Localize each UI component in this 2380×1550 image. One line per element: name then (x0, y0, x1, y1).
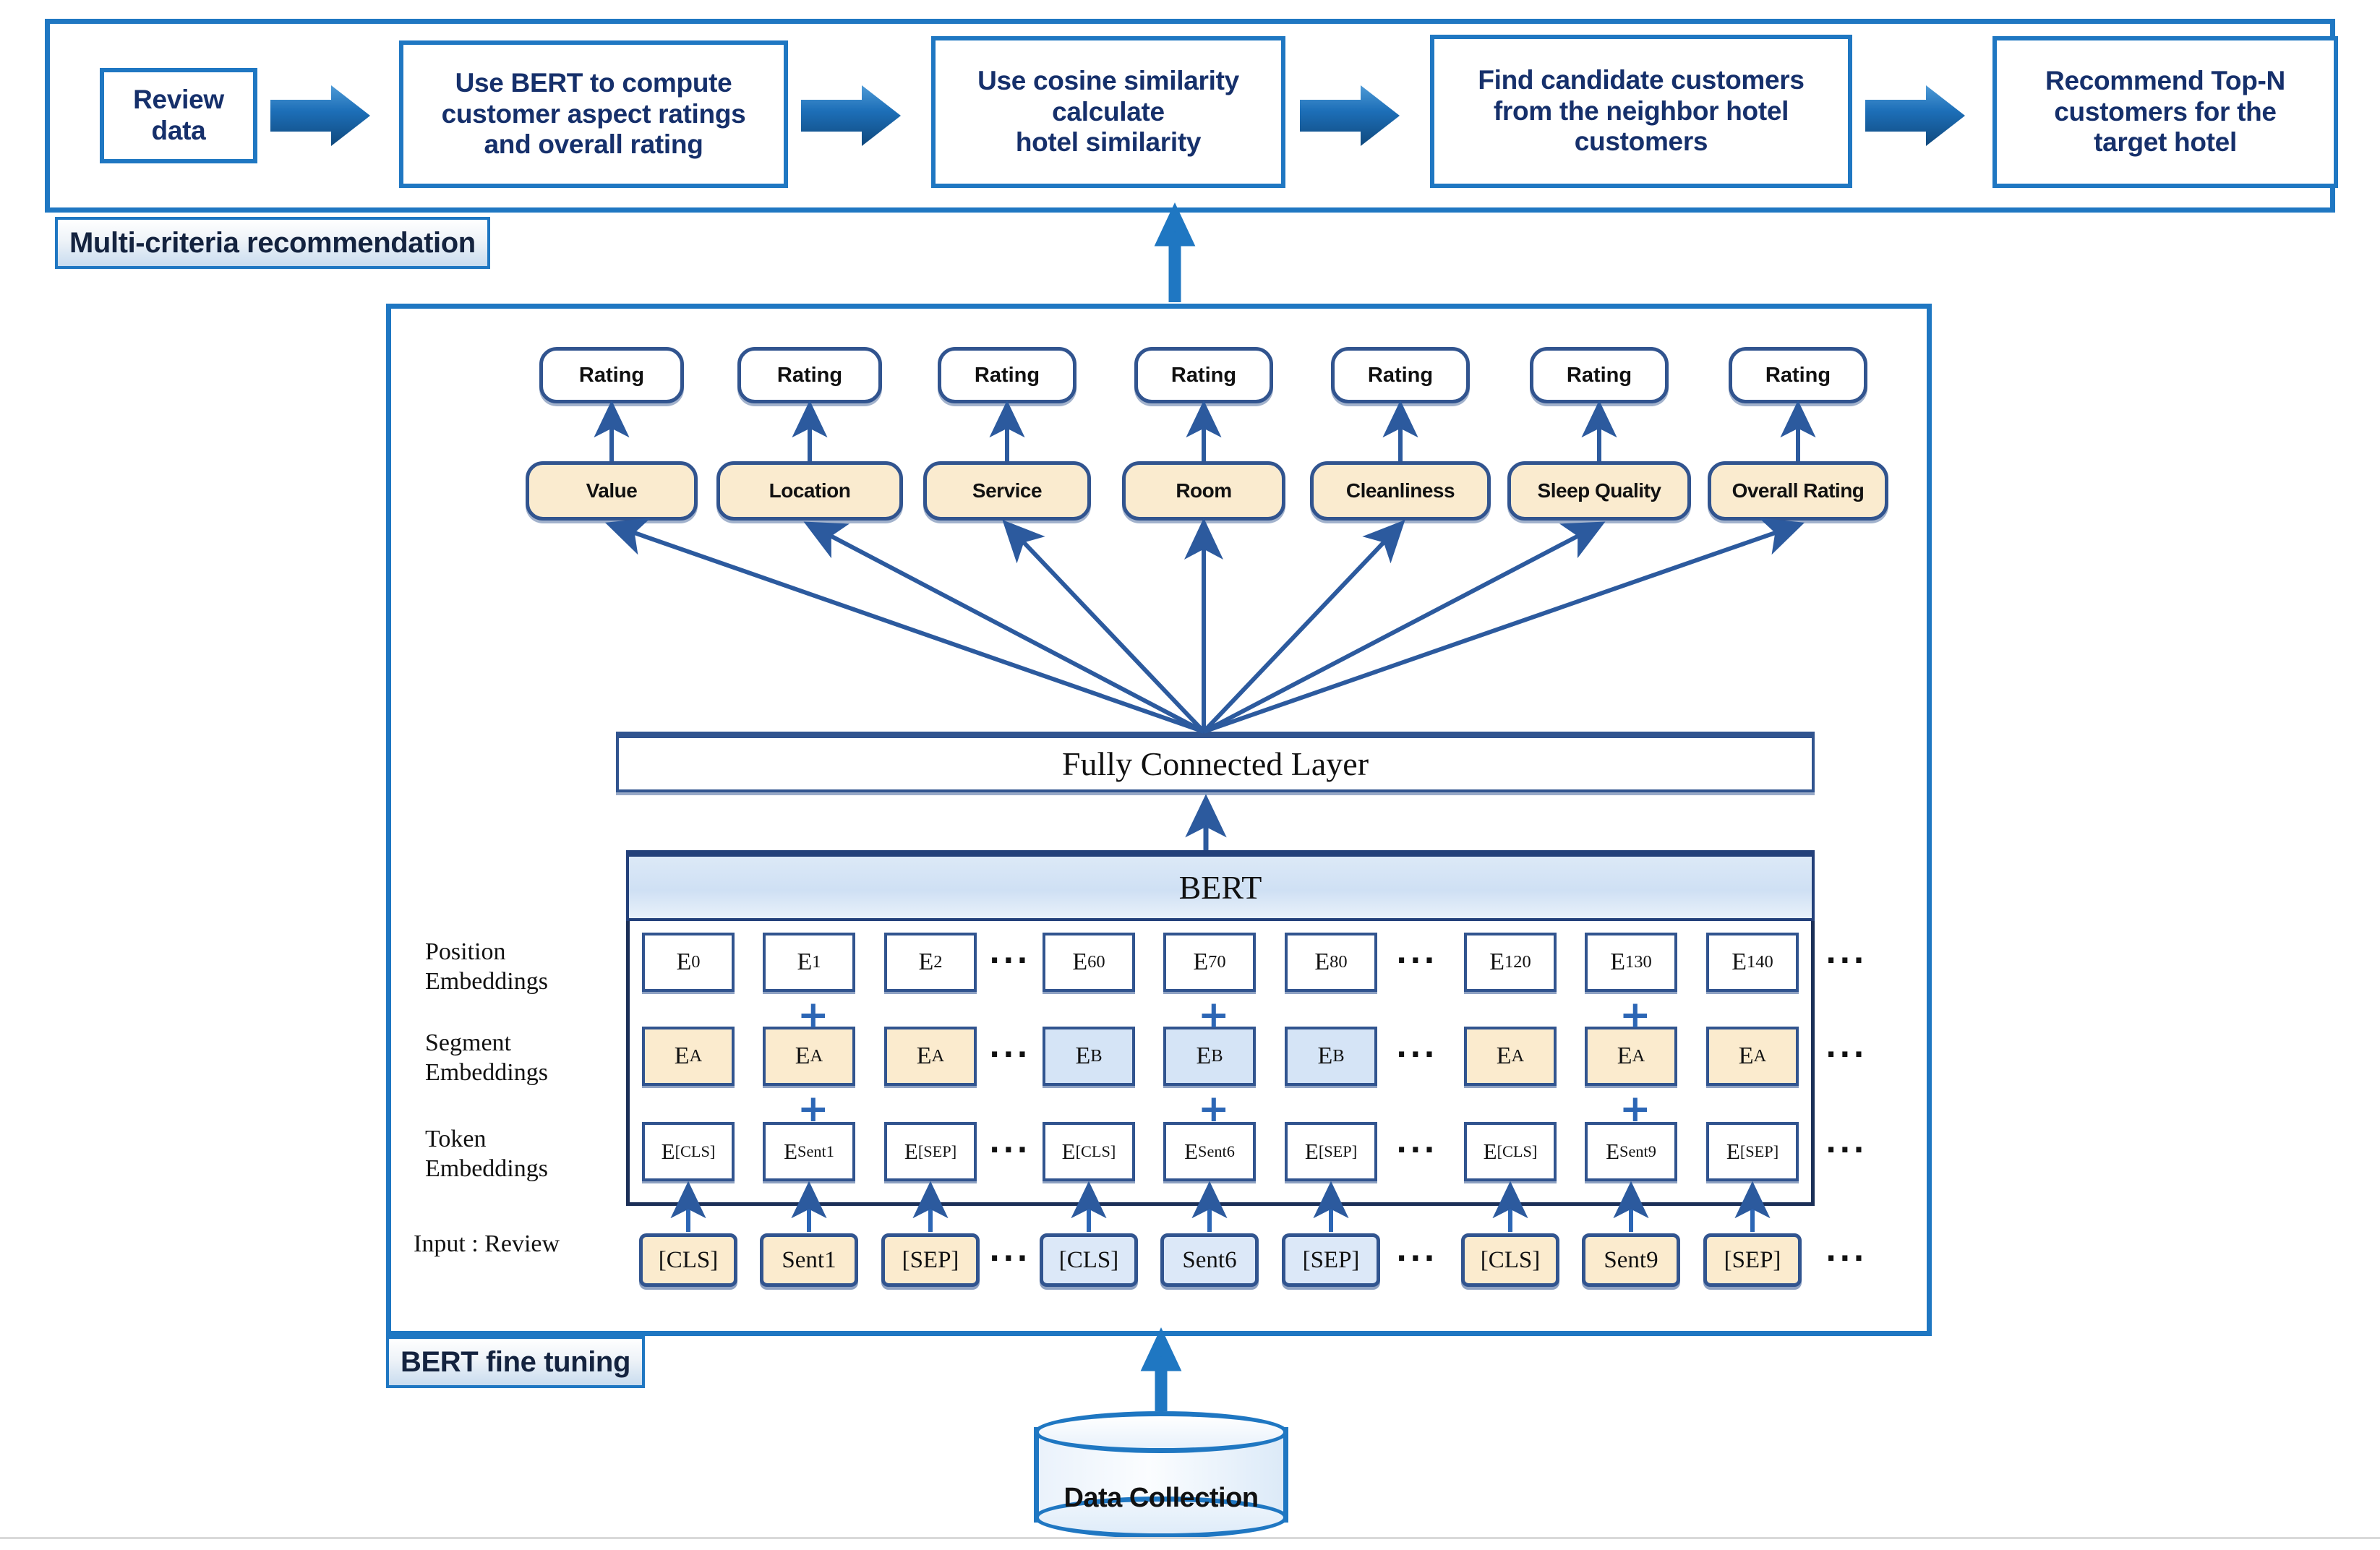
cylinder-top-ellipse (1034, 1411, 1288, 1453)
input-token-chip-7[interactable]: Sent9 (1582, 1233, 1680, 1287)
aspect-pill-cleanliness[interactable]: Cleanliness (1310, 461, 1491, 521)
ellipsis-right-row0: ··· (1825, 944, 1867, 977)
plus-icon-pos-seg-col1: + (797, 993, 829, 1037)
plus-icon-pos-seg-col4: + (1198, 993, 1230, 1037)
aspect-pill-service[interactable]: Service (923, 461, 1091, 521)
aspect-pill-overall-rating[interactable]: Overall Rating (1708, 461, 1888, 521)
bert-fine-tuning-tab: BERT fine tuning (386, 1336, 645, 1388)
ellipsis-row1-1: ··· (1396, 1038, 1438, 1071)
bottom-divider (0, 1537, 2380, 1539)
aspect-pill-value[interactable]: Value (526, 461, 698, 521)
input-review-label: Input : Review (414, 1230, 560, 1257)
rating-pill-cleanliness[interactable]: Rating (1331, 347, 1470, 403)
ellipsis-row2-1: ··· (1396, 1134, 1438, 1167)
rating-pill-location[interactable]: Rating (737, 347, 882, 403)
token-embedding-cell-0: E[CLS] (642, 1122, 735, 1181)
data-collection-cylinder[interactable]: Data Collection (1034, 1411, 1288, 1538)
cylinder-bottom-ellipse (1034, 1497, 1288, 1538)
input-token-chip-2[interactable]: [SEP] (881, 1233, 980, 1287)
input-token-chip-5[interactable]: [SEP] (1282, 1233, 1380, 1287)
token-embedding-cell-2: E[SEP] (884, 1122, 977, 1181)
ellipsis-row2-0: ··· (989, 1134, 1031, 1167)
plus-icon-pos-seg-col7: + (1619, 993, 1651, 1037)
token-embedding-cell-8: E[SEP] (1706, 1122, 1799, 1181)
bert-encoder-box: BERT (626, 850, 1815, 921)
ellipsis-right-row2: ··· (1825, 1134, 1867, 1167)
ellipsis-right-row1: ··· (1825, 1038, 1867, 1071)
input-token-chip-0[interactable]: [CLS] (639, 1233, 737, 1287)
ellipsis-row1-0: ··· (989, 1038, 1031, 1071)
rating-pill-overall-rating[interactable]: Rating (1729, 347, 1867, 403)
input-token-chip-4[interactable]: Sent6 (1160, 1233, 1259, 1287)
bert-to-pipeline-arrow (1154, 202, 1196, 302)
ellipsis-input-row-0: ··· (989, 1242, 1031, 1275)
plus-icon-seg-tok-col1: + (797, 1087, 829, 1131)
rating-pill-service[interactable]: Rating (938, 347, 1076, 403)
multi-criteria-recommendation-tab: Multi-criteria recommendation (55, 217, 490, 269)
ellipsis-input-row-1: ··· (1396, 1242, 1438, 1275)
plus-icon-seg-tok-col7: + (1619, 1087, 1651, 1131)
input-token-chip-6[interactable]: [CLS] (1461, 1233, 1559, 1287)
ellipsis-input-row-2: ··· (1825, 1242, 1867, 1275)
aspect-pill-location[interactable]: Location (716, 461, 903, 521)
data-collection-label: Data Collection (1063, 1482, 1259, 1513)
input-token-chip-1[interactable]: Sent1 (760, 1233, 858, 1287)
rating-pill-sleep-quality[interactable]: Rating (1530, 347, 1669, 403)
token-embedding-cell-3: E[CLS] (1043, 1122, 1135, 1181)
token-embedding-cell-5: E[SEP] (1285, 1122, 1377, 1181)
ellipsis-row0-1: ··· (1396, 944, 1438, 977)
aspect-pill-sleep-quality[interactable]: Sleep Quality (1507, 461, 1691, 521)
aspect-pill-room[interactable]: Room (1122, 461, 1285, 521)
input-token-chip-8[interactable]: [SEP] (1703, 1233, 1802, 1287)
token-embedding-cell-6: E[CLS] (1464, 1122, 1557, 1181)
plus-icon-seg-tok-col4: + (1198, 1087, 1230, 1131)
fully-connected-layer-box: Fully Connected Layer (616, 732, 1815, 792)
bert-fine-tuning-tab-label: BERT fine tuning (401, 1345, 630, 1378)
multi-criteria-tab-label: Multi-criteria recommendation (69, 226, 476, 259)
fully-connected-layer-label: Fully Connected Layer (1061, 745, 1369, 782)
input-token-chip-3[interactable]: [CLS] (1040, 1233, 1138, 1287)
data-collection-to-bert-arrow (1140, 1327, 1182, 1411)
rating-pill-room[interactable]: Rating (1134, 347, 1273, 403)
bert-label: BERT (1178, 869, 1262, 906)
ellipsis-row0-0: ··· (989, 944, 1031, 977)
rating-pill-value[interactable]: Rating (539, 347, 684, 403)
